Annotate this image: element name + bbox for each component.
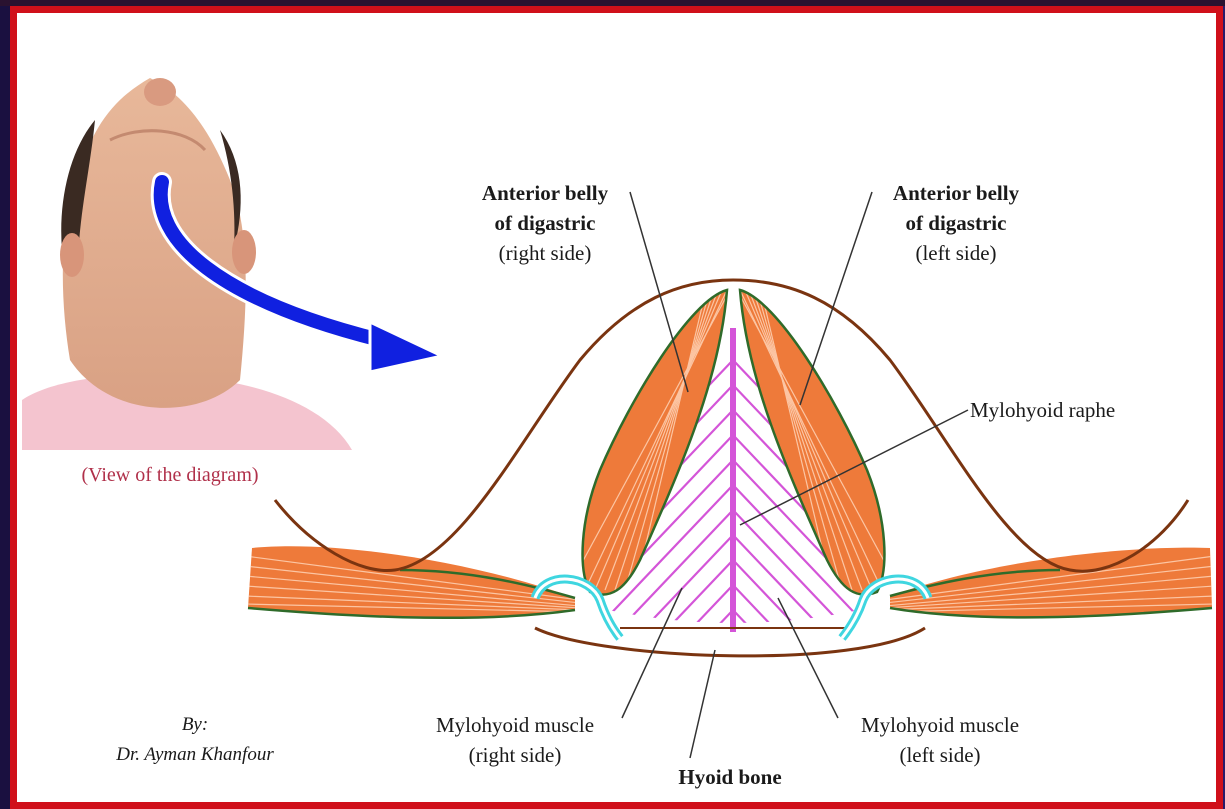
author-name: Dr. Ayman Khanfour (80, 740, 310, 770)
author-by: By: (90, 710, 300, 740)
posterior-belly-left (885, 548, 1215, 618)
posterior-belly-right (245, 546, 580, 618)
label-mylohyoid-left-line2: (left side) (830, 740, 1050, 770)
label-hyoid-bone: Hyoid bone (655, 762, 805, 792)
label-anterior-belly-left-line2: of digastric (866, 208, 1046, 238)
label-anterior-belly-right-line1: Anterior belly (455, 178, 635, 208)
head-photo (22, 78, 442, 450)
label-mylohyoid-right-line2: (right side) (405, 740, 625, 770)
label-anterior-belly-right-side: (right side) (455, 238, 635, 268)
photo-caption: (View of the diagram) (40, 460, 300, 490)
hyoid-bone (535, 628, 925, 656)
label-mylohyoid-right-line1: Mylohyoid muscle (405, 710, 625, 740)
label-mylohyoid-left-line1: Mylohyoid muscle (830, 710, 1050, 740)
label-anterior-belly-left-line1: Anterior belly (866, 178, 1046, 208)
label-mylohyoid-raphe: Mylohyoid raphe (970, 395, 1160, 425)
label-anterior-belly-left-side: (left side) (866, 238, 1046, 268)
label-anterior-belly-right-line2: of digastric (455, 208, 635, 238)
